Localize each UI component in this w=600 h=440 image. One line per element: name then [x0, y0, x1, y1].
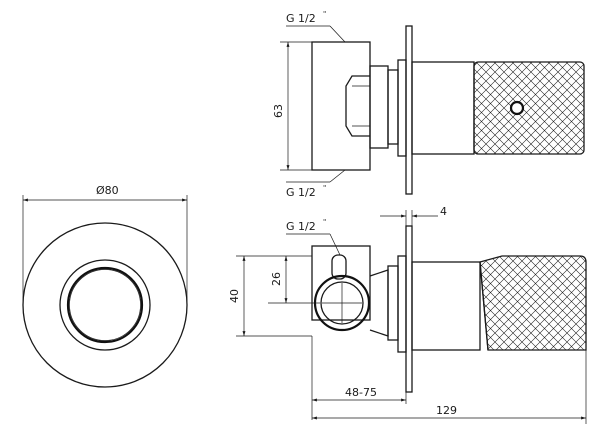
valve-body-bottom — [311, 245, 371, 321]
wall-plate-top — [405, 25, 413, 195]
cartridge-bottom — [369, 269, 389, 337]
plate-thickness-label: 4 — [440, 205, 447, 218]
inch-mark-top-b: " — [323, 184, 326, 192]
lever-edge — [479, 261, 489, 351]
wall-plate-bottom — [405, 225, 413, 393]
cartridge-collar-top — [397, 59, 407, 157]
inch-mark-bottom: " — [323, 218, 326, 226]
height-bottom-label: 40 — [228, 289, 241, 303]
valve-body-top — [311, 41, 371, 171]
sleeve-bottom — [411, 261, 481, 351]
outlet-stub — [331, 254, 347, 280]
thread-leader-top-b — [329, 169, 346, 183]
cartridge-flange-top — [387, 69, 399, 145]
rosette-inner-edge — [69, 269, 141, 341]
knurled-handle-top — [473, 61, 585, 155]
cartridge-top — [369, 65, 389, 149]
inlet-connector-inner — [320, 281, 364, 325]
diameter-label: Ø80 — [96, 184, 119, 197]
rosette-outer-ring — [59, 259, 151, 351]
thread-label-top-a: G 1/2 — [286, 12, 316, 25]
inch-mark-top-a: " — [323, 10, 326, 18]
hex-connector-top — [345, 75, 370, 137]
knurled-lever-bottom — [479, 255, 587, 351]
bottom-side-view: G 1/2 " 4 40 26 48-75 129 — [228, 205, 587, 424]
top-side-view: G 1/2 " G 1/2 " 63 — [272, 10, 585, 199]
depth-range-label: 48-75 — [345, 386, 377, 399]
thread-label-top-b: G 1/2 — [286, 186, 316, 199]
front-view: Ø80 — [22, 184, 188, 388]
total-length-label: 129 — [436, 404, 457, 417]
rosette-inner-ring — [66, 266, 144, 344]
thread-leader-top-a — [329, 25, 346, 43]
thread-leader-bottom — [329, 233, 341, 256]
thread-label-bottom: G 1/2 — [286, 220, 316, 233]
cartridge-flange-bottom — [387, 265, 399, 341]
height-top-label: 63 — [272, 104, 285, 118]
handle-screw-hole — [509, 100, 525, 116]
center-height-label: 26 — [270, 272, 283, 286]
cartridge-collar-bottom — [397, 255, 407, 353]
sleeve-top — [411, 61, 475, 155]
outer-plate-circle — [22, 222, 188, 388]
